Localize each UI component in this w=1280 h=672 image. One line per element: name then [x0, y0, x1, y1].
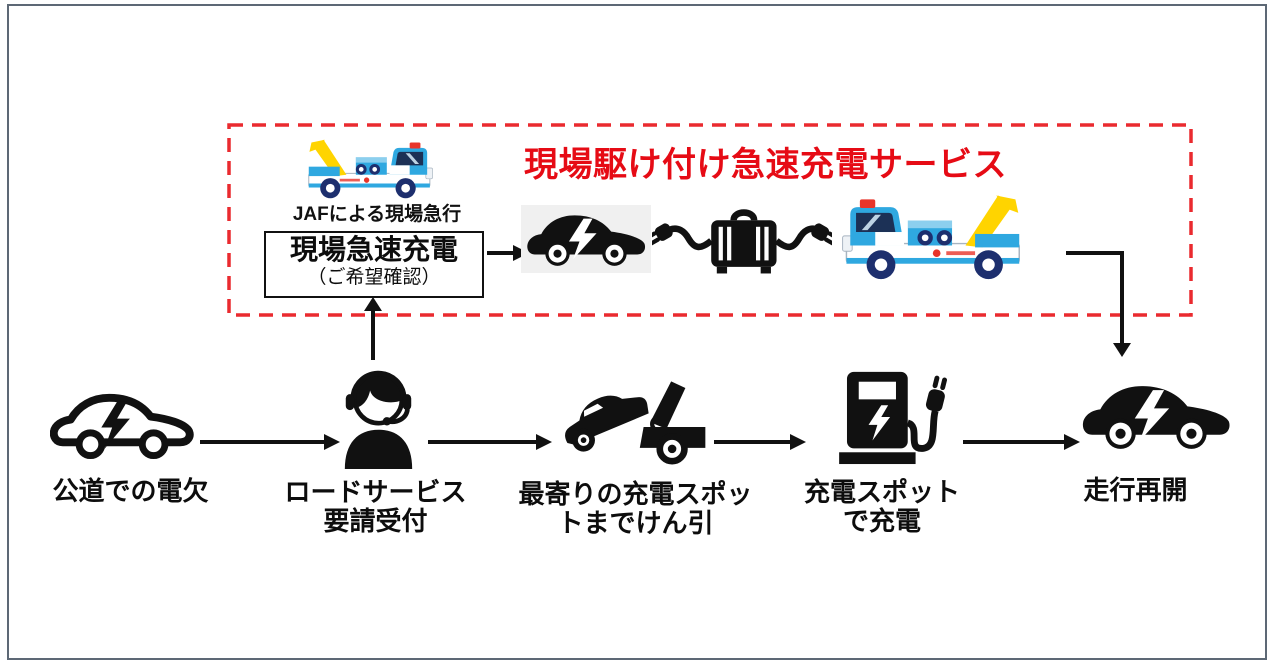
onsite-quick-charge-box: 現場急速充電 （ご希望確認）	[264, 231, 484, 298]
elbow-arrow-horizontal	[1066, 251, 1124, 255]
ev-car-outline-icon	[50, 393, 194, 460]
elbow-arrow-head-down-icon	[1113, 343, 1131, 357]
onsite-quick-charge-line2: （ご希望確認）	[307, 266, 441, 288]
flow-arrow-1	[200, 440, 324, 444]
up-arrow-shaft	[371, 309, 375, 360]
step-label-stranded: 公道での電欠	[52, 476, 209, 506]
step-label-resume: 走行再開	[1083, 475, 1188, 505]
service-area-dashed-border	[227, 123, 1193, 317]
portable-charger-icon	[652, 209, 832, 274]
ev-car-solid-icon	[527, 215, 646, 266]
call-operator-icon	[344, 370, 413, 469]
step-label-road-service: ロードサービス 要請受付	[284, 477, 467, 536]
flow-arrow-2	[428, 440, 536, 444]
flow-arrow-4	[963, 440, 1064, 444]
jaf-truck-caption: JAFによる現場急行	[292, 204, 462, 225]
arrow-box-to-car	[487, 251, 513, 255]
ev-car-patch	[521, 205, 651, 273]
elbow-arrow-vertical	[1120, 251, 1124, 344]
up-arrow-head-icon	[364, 297, 382, 311]
tow-truck-icon	[565, 381, 706, 465]
step-label-charge: 充電スポット で充電	[803, 477, 960, 536]
onsite-quick-charge-line1: 現場急速充電	[289, 235, 458, 266]
jaf-tow-truck-large-icon	[841, 194, 1020, 280]
ev-car-resume-icon	[1082, 386, 1230, 449]
step-label-towing: 最寄りの充電スポッ トまでけん引	[518, 479, 753, 538]
flow-arrow-3	[714, 440, 790, 444]
outer-frame	[7, 4, 1267, 660]
jaf-tow-truck-small-icon	[308, 139, 434, 199]
service-title: 現場駆け付け急速充電サービス	[524, 146, 1007, 184]
charging-station-icon	[839, 371, 948, 465]
